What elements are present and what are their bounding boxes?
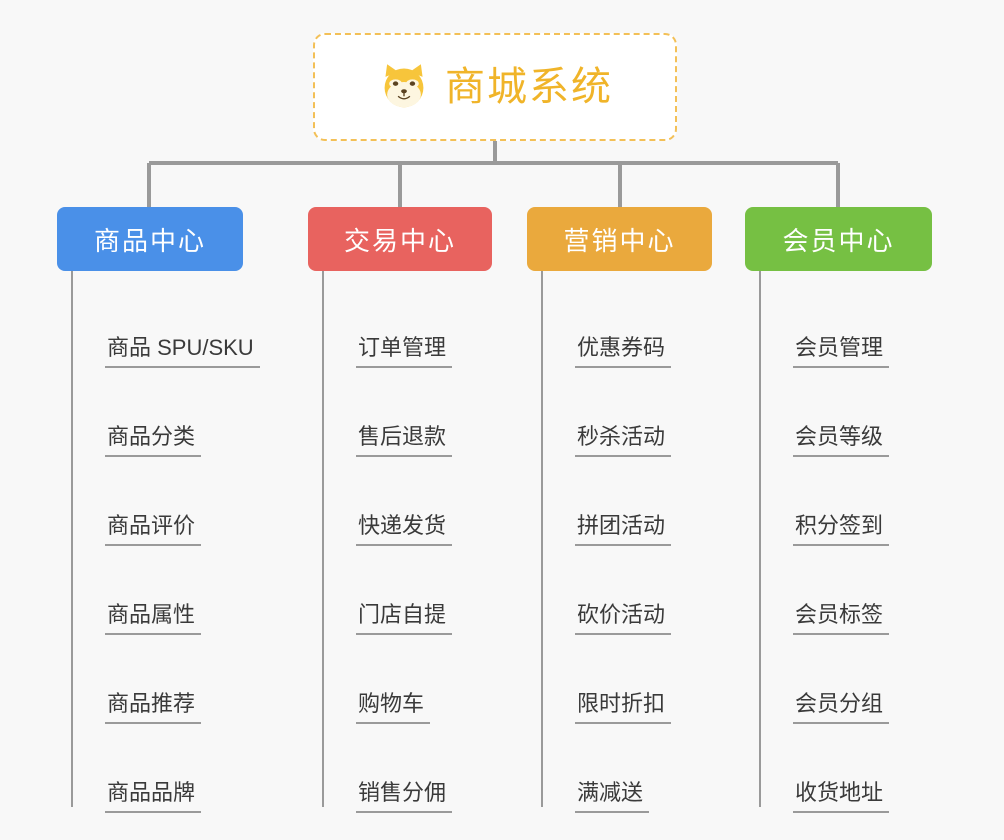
root-title: 商城系统 [445, 65, 613, 109]
list-item-label: 购物车 [356, 691, 431, 724]
branch-header-label: 营销中心 [563, 225, 676, 256]
list-item-label: 满减送 [575, 780, 650, 813]
list-item[interactable]: 门店自提 [308, 546, 492, 635]
list-item[interactable]: 会员等级 [745, 368, 932, 457]
list-item-label: 积分签到 [793, 513, 890, 546]
list-item[interactable]: 限时折扣 [527, 635, 712, 724]
list-item-label: 商品评价 [105, 513, 202, 546]
shiba-dog-face-icon [384, 64, 424, 109]
branch-spine [759, 271, 761, 807]
list-item[interactable]: 快递发货 [308, 457, 492, 546]
list-item[interactable]: 拼团活动 [527, 457, 712, 546]
list-item-label: 会员标签 [793, 602, 890, 635]
list-item-label: 商品品牌 [105, 780, 202, 813]
list-item-label: 会员等级 [793, 424, 890, 457]
list-item[interactable]: 商品评价 [57, 457, 260, 546]
list-item[interactable]: 商品品牌 [57, 724, 260, 813]
branch-header-label: 交易中心 [343, 225, 456, 256]
branch-column-1: 商品中心 商品 SPU/SKU 商品分类 商品评价 商品属性 商品推荐 商品品牌 [57, 207, 260, 813]
branch-header-2[interactable]: 交易中心 [308, 207, 492, 271]
list-item[interactable]: 满减送 [527, 724, 712, 813]
list-item-label: 收货地址 [793, 780, 890, 813]
list-item[interactable]: 购物车 [308, 635, 492, 724]
branch-spine [322, 271, 324, 807]
list-item-label: 销售分佣 [356, 780, 453, 813]
list-item-label: 会员管理 [793, 335, 890, 368]
list-item-label: 优惠券码 [575, 335, 672, 368]
branch-items-4: 会员管理 会员等级 积分签到 会员标签 会员分组 收货地址 [745, 271, 932, 813]
branch-column-4: 会员中心 会员管理 会员等级 积分签到 会员标签 会员分组 收货地址 [745, 207, 932, 813]
list-item[interactable]: 砍价活动 [527, 546, 712, 635]
branch-items-1: 商品 SPU/SKU 商品分类 商品评价 商品属性 商品推荐 商品品牌 [57, 271, 260, 813]
branch-spine [541, 271, 543, 807]
list-item[interactable]: 积分签到 [745, 457, 932, 546]
branch-items-2: 订单管理 售后退款 快递发货 门店自提 购物车 销售分佣 [308, 271, 492, 813]
root-node[interactable]: 商城系统 [313, 33, 677, 141]
branch-column-2: 交易中心 订单管理 售后退款 快递发货 门店自提 购物车 销售分佣 [308, 207, 492, 813]
list-item[interactable]: 商品分类 [57, 368, 260, 457]
list-item[interactable]: 优惠券码 [527, 279, 712, 368]
branch-header-label: 商品中心 [93, 225, 206, 256]
list-item[interactable]: 商品推荐 [57, 635, 260, 724]
branch-spine [71, 271, 73, 807]
list-item-label: 商品 SPU/SKU [105, 335, 260, 368]
list-item-label: 商品分类 [105, 424, 202, 457]
list-item[interactable]: 会员标签 [745, 546, 932, 635]
branch-column-3: 营销中心 优惠券码 秒杀活动 拼团活动 砍价活动 限时折扣 满减送 [527, 207, 712, 813]
branch-items-3: 优惠券码 秒杀活动 拼团活动 砍价活动 限时折扣 满减送 [527, 271, 712, 813]
list-item-label: 拼团活动 [575, 513, 672, 546]
branch-header-1[interactable]: 商品中心 [57, 207, 243, 271]
list-item-label: 商品推荐 [105, 691, 202, 724]
list-item[interactable]: 收货地址 [745, 724, 932, 813]
list-item[interactable]: 订单管理 [308, 279, 492, 368]
list-item-label: 商品属性 [105, 602, 202, 635]
list-item[interactable]: 会员分组 [745, 635, 932, 724]
list-item-label: 会员分组 [793, 691, 890, 724]
branch-header-label: 会员中心 [782, 225, 895, 256]
list-item[interactable]: 秒杀活动 [527, 368, 712, 457]
list-item-label: 限时折扣 [575, 691, 672, 724]
list-item-label: 快递发货 [356, 513, 453, 546]
list-item-label: 订单管理 [356, 335, 453, 368]
list-item-label: 砍价活动 [575, 602, 672, 635]
list-item-label: 门店自提 [356, 602, 453, 635]
list-item-label: 秒杀活动 [575, 424, 672, 457]
list-item[interactable]: 商品 SPU/SKU [57, 279, 260, 368]
list-item-label: 售后退款 [356, 424, 453, 457]
list-item[interactable]: 会员管理 [745, 279, 932, 368]
list-item[interactable]: 售后退款 [308, 368, 492, 457]
list-item[interactable]: 商品属性 [57, 546, 260, 635]
branch-header-4[interactable]: 会员中心 [745, 207, 932, 271]
list-item[interactable]: 销售分佣 [308, 724, 492, 813]
branch-header-3[interactable]: 营销中心 [527, 207, 712, 271]
